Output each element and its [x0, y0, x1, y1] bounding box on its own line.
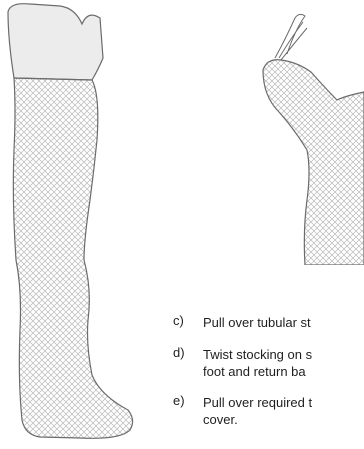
twisted-stocking-foot-illustration	[245, 0, 364, 265]
step-text-continuation: foot and return ba	[203, 364, 306, 379]
step-letter: e)	[173, 393, 185, 408]
step-letter: c)	[173, 313, 184, 328]
step-text-continuation: cover.	[203, 412, 238, 427]
step-text: Pull over tubular st	[203, 313, 311, 332]
stocking-twist	[275, 14, 307, 60]
step-text: Twist stocking on s	[203, 345, 312, 364]
leg-with-stocking-illustration	[0, 0, 140, 449]
step-letter: d)	[173, 345, 185, 360]
step-text: Pull over required t	[203, 393, 312, 412]
thigh-skin	[8, 4, 103, 80]
stocking-leg	[13, 78, 132, 438]
stocking-foot	[263, 60, 364, 265]
